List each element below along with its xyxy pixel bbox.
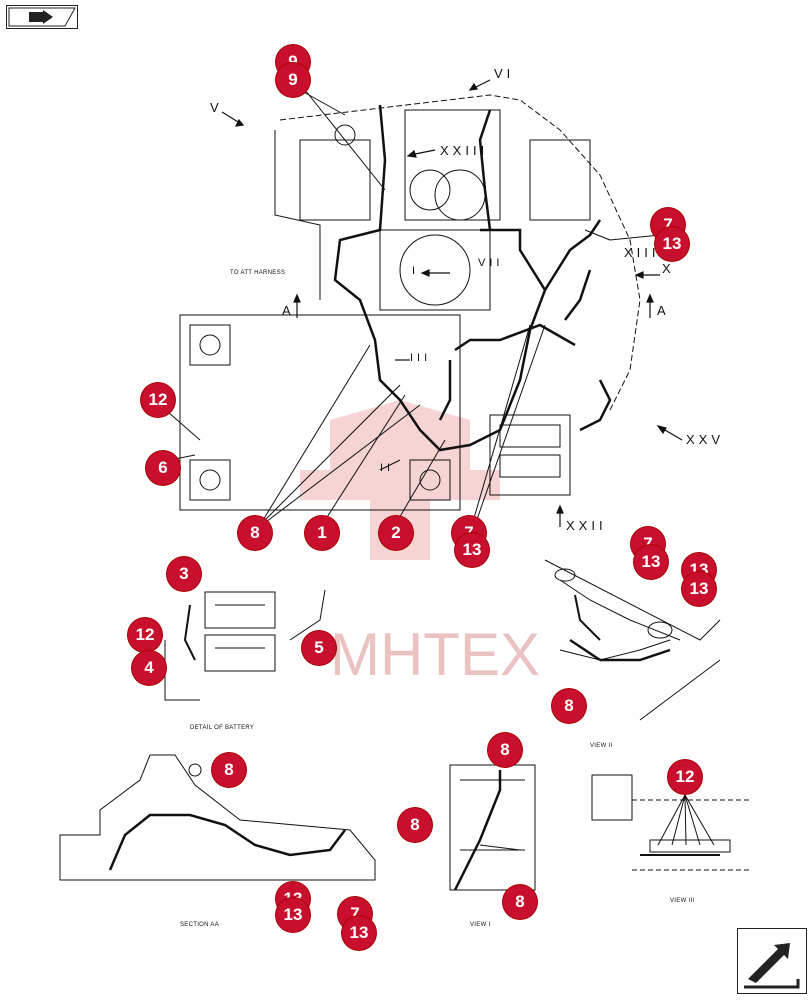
label-view-xxiii: XXIII <box>440 143 489 158</box>
label-view-ii: II <box>380 462 395 474</box>
label-view-v: V <box>210 100 223 115</box>
detail-of-battery-caption: DETAIL OF BATTERY <box>190 725 255 731</box>
callout-13-main-bottom[interactable]: 13 <box>455 533 489 567</box>
watermark-logo <box>300 400 500 560</box>
label-view-xiii: XIII <box>624 245 660 260</box>
label-view-vi: VI <box>494 66 515 81</box>
main-top-view <box>179 94 641 511</box>
callout-9-b[interactable]: 9 <box>276 63 310 97</box>
callout-13-view-ii-a[interactable]: 13 <box>634 545 668 579</box>
view-iii-drawing <box>591 774 750 871</box>
label-view-vii: VII <box>478 257 504 269</box>
callout-2-main-bottom[interactable]: 2 <box>379 516 413 550</box>
view-ii-drawing <box>544 559 721 721</box>
label-view-i: I <box>412 265 420 277</box>
callout-13-main-right[interactable]: 13 <box>655 227 689 261</box>
section-aa-caption: SECTION AA <box>180 922 220 928</box>
label-view-xxv: XXV <box>686 432 725 447</box>
callout-13-section-aa-c[interactable]: 13 <box>342 916 376 950</box>
callout-8-main-bottom[interactable]: 8 <box>238 516 272 550</box>
leader-lines <box>159 89 661 526</box>
callout-12-main-left[interactable]: 12 <box>141 383 175 417</box>
callout-3-battery[interactable]: 3 <box>167 557 201 591</box>
label-a-right: A <box>657 303 670 318</box>
callout-8-section-aa[interactable]: 8 <box>212 753 246 787</box>
book-arrow-button[interactable] <box>6 5 78 29</box>
callout-5-battery[interactable]: 5 <box>302 631 336 665</box>
view-ii-caption: VIEW II <box>590 743 613 749</box>
label-a-left: A <box>282 303 295 318</box>
watermark-text: МНТЕХ <box>330 621 540 688</box>
harness-cables <box>333 104 612 452</box>
callout-4-battery[interactable]: 4 <box>132 651 166 685</box>
view-arrows <box>221 79 683 527</box>
battery-detail-drawing <box>164 589 326 701</box>
section-aa-drawing <box>59 754 376 881</box>
label-view-x: X <box>662 261 675 276</box>
callout-8-view-i-top[interactable]: 8 <box>488 733 522 767</box>
view-i-caption: VIEW I <box>470 922 491 928</box>
callout-8-view-ii[interactable]: 8 <box>552 689 586 723</box>
callout-12-battery[interactable]: 12 <box>128 618 162 652</box>
callout-8-view-i-bottom[interactable]: 8 <box>503 885 537 919</box>
callout-1-main-bottom[interactable]: 1 <box>305 516 339 550</box>
label-view-iii: III <box>410 352 432 364</box>
callout-13-section-aa-b[interactable]: 13 <box>276 898 310 932</box>
label-view-xxii: XXII <box>566 518 607 533</box>
to-att-harness-label: TO ATT HARNESS <box>230 270 286 276</box>
view-iii-caption: VIEW III <box>670 898 695 904</box>
next-page-button[interactable] <box>737 928 807 994</box>
callout-6-main-left[interactable]: 6 <box>146 451 180 485</box>
callout-12-view-iii[interactable]: 12 <box>668 760 702 794</box>
callout-8-view-i-left[interactable]: 8 <box>398 808 432 842</box>
view-i-drawing <box>449 764 536 891</box>
book-arrow-icon <box>8 7 76 27</box>
next-page-arrow-icon <box>744 943 800 989</box>
callout-13-view-ii-c[interactable]: 13 <box>682 572 716 606</box>
